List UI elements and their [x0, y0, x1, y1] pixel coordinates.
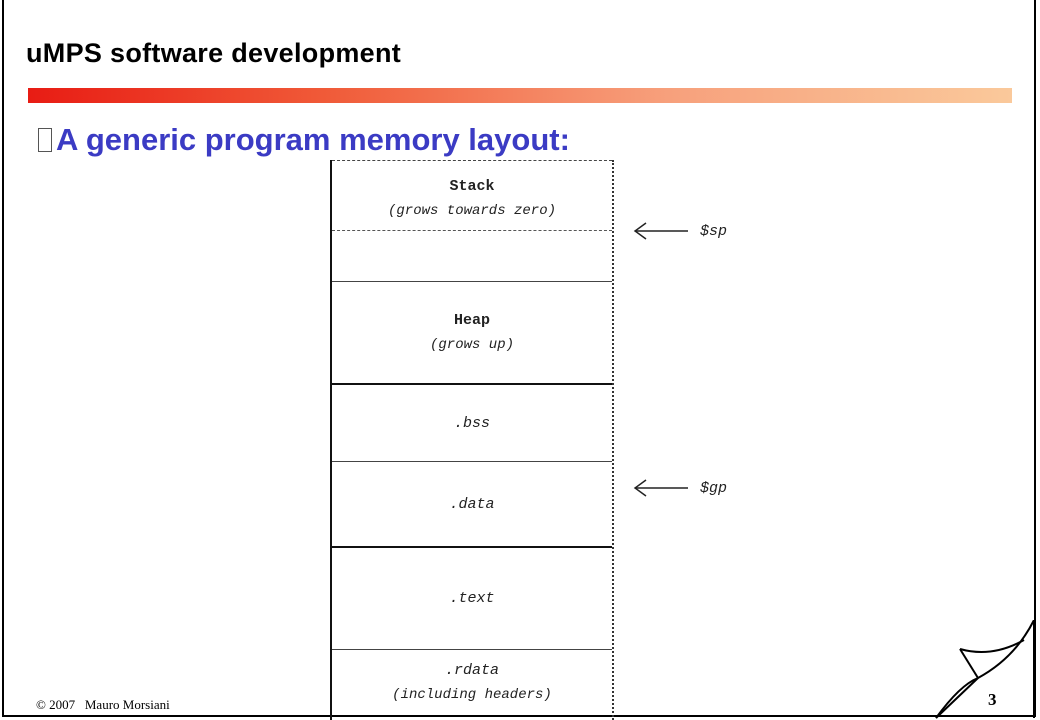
segment-text-name: .text	[449, 589, 495, 607]
divider-text	[332, 649, 612, 650]
segment-gap	[332, 231, 612, 281]
slide-title: uMPS software development	[26, 38, 402, 68]
segment-heap: Heap (grows up)	[332, 282, 612, 382]
divider-stack	[332, 230, 612, 231]
page-number: 3	[988, 690, 997, 709]
footer-copyright: © 2007 Mauro Morsiani	[36, 697, 170, 712]
segment-heap-name: Heap	[453, 311, 490, 329]
segment-rdata-note: (including headers)	[392, 686, 552, 703]
segment-rdata-name: .rdata	[444, 661, 499, 679]
left-arrow-icon	[633, 479, 688, 497]
segment-bss-name: .bss	[453, 414, 490, 432]
divider-heap	[332, 383, 612, 385]
left-arrow-icon	[633, 222, 688, 240]
segment-data-name: .data	[449, 495, 495, 513]
divider-bss	[332, 461, 612, 462]
pointer-sp: $sp	[632, 221, 727, 241]
title-gradient-bar	[28, 88, 1012, 103]
pointer-gp: $gp	[632, 478, 727, 498]
segment-stack-name: Stack	[449, 177, 495, 195]
pointer-sp-label: $sp	[700, 222, 728, 240]
segment-data: .data	[332, 462, 612, 546]
segment-bss: .bss	[332, 385, 612, 461]
bullet-box-icon	[38, 128, 52, 152]
segment-heap-note: (grows up)	[429, 336, 514, 353]
memory-layout-diagram: Stack (grows towards zero) Heap (grows u…	[330, 160, 614, 720]
segment-text: .text	[332, 548, 612, 648]
segment-stack: Stack (grows towards zero)	[332, 168, 612, 228]
bullet-point: A generic program memory layout:	[38, 122, 570, 158]
pointer-gp-label: $gp	[700, 479, 728, 497]
divider-data	[332, 546, 612, 548]
divider-gap	[332, 281, 612, 282]
segment-rdata: .rdata (including headers)	[332, 652, 612, 712]
page-curl-icon	[935, 620, 1035, 719]
segment-stack-note: (grows towards zero)	[387, 202, 557, 219]
bullet-text: A generic program memory layout:	[56, 122, 570, 157]
memory-top-edge	[332, 160, 612, 161]
